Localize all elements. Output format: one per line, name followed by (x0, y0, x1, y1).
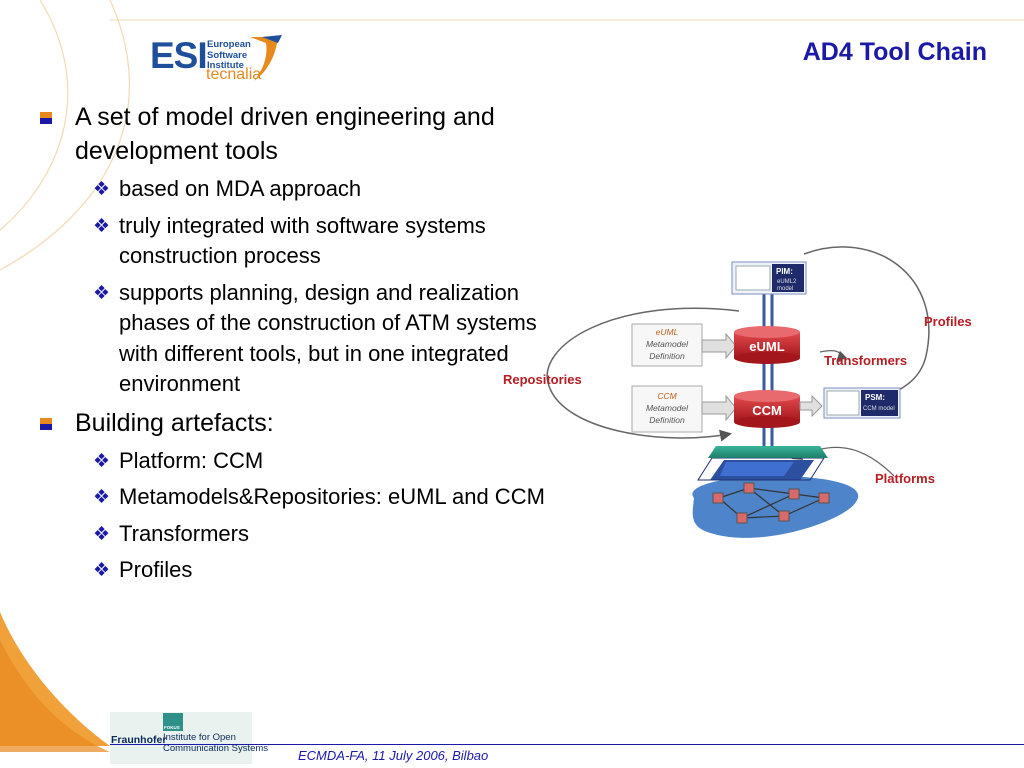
sub-bullet-item: ❖Platform: CCM (35, 446, 635, 477)
profiles-curve (803, 246, 930, 403)
tool-chain-diagram: PIM: eUML2 model eUML Metamodel Definiti… (503, 246, 972, 538)
fraunhofer-name: Fraunhofer (111, 734, 167, 746)
psm-model-box: PSM: CCM model (799, 387, 901, 419)
tecnalia-logo-text: tecnalia (206, 66, 262, 83)
euml-repository: eUML (734, 326, 800, 364)
psm-title: PSM: (865, 393, 885, 402)
esi-logo-subtitle: European Software Institute (207, 39, 251, 71)
pim-model-box: PIM: eUML2 model (731, 261, 807, 295)
diamond-bullet-icon: ❖ (93, 282, 111, 304)
diamond-bullet-icon: ❖ (93, 487, 111, 508)
bullet-item: A set of model driven engineering and de… (35, 100, 635, 168)
ccm-metamodel-box: CCM Metamodel Definition (631, 385, 737, 433)
euml-metamodel-box: eUML Metamodel Definition (631, 323, 737, 367)
ccm-def-line-3: Definition (649, 415, 685, 425)
institute-name: Institute for Open Communication Systems (163, 732, 269, 754)
euml-def-line-3: Definition (649, 351, 685, 361)
platforms-label: Platforms (875, 471, 935, 486)
transformers-arrow (819, 350, 848, 362)
sub-bullet-item: ❖truly integrated with software systems … (93, 212, 486, 269)
ccm-def-line-2: Metamodel (646, 403, 689, 413)
diamond-bullet-icon: ❖ (93, 215, 111, 237)
footer-event: ECMDA-FA, 11 July 2006, Bilbao (298, 748, 489, 763)
square-bullet-icon (40, 112, 52, 124)
ccm-repository: CCM (734, 390, 800, 428)
sub-bullet-item: ❖Profiles (35, 555, 635, 586)
psm-line-1: CCM model (863, 406, 895, 412)
profiles-label: Profiles (924, 314, 972, 329)
sub-bullet-item: ❖Metamodels&Repositories: eUML and CCM (35, 482, 635, 513)
pim-line-1: eUML2 (777, 279, 797, 285)
transformers-label: Transformers (824, 353, 907, 368)
ccm-repo-label: CCM (752, 403, 782, 418)
fokus-logo-icon: FOKUS (163, 713, 183, 731)
euml-def-line-1: eUML (656, 327, 679, 337)
repositories-curve (546, 307, 740, 442)
pim-title: PIM: (776, 267, 793, 276)
sub-bullet-item: ❖Transformers (35, 519, 635, 550)
repositories-label: Repositories (503, 372, 582, 387)
sub-bullet-item: ❖supports planning, design and realizati… (93, 279, 537, 397)
slide-title: AD4 Tool Chain (802, 38, 987, 66)
platform-illustration (692, 446, 859, 538)
euml-repo-label: eUML (749, 339, 784, 354)
footer-divider (110, 744, 1024, 745)
bullet-item: Building artefacts: (35, 406, 635, 440)
bullet-list: A set of model driven engineering and de… (35, 100, 635, 592)
esi-logo-text: ESI (150, 35, 208, 76)
euml-def-line-2: Metamodel (646, 339, 689, 349)
square-bullet-icon (40, 417, 52, 430)
diamond-bullet-icon: ❖ (93, 450, 111, 472)
diamond-bullet-icon: ❖ (93, 523, 111, 545)
ccm-def-line-1: CCM (657, 391, 677, 401)
esi-swoosh-icon (250, 35, 282, 81)
diamond-bullet-icon: ❖ (93, 560, 111, 581)
pim-line-2: model (777, 286, 793, 292)
diamond-bullet-icon: ❖ (93, 179, 111, 200)
sub-bullet-item: ❖based on MDA approach (35, 174, 635, 205)
